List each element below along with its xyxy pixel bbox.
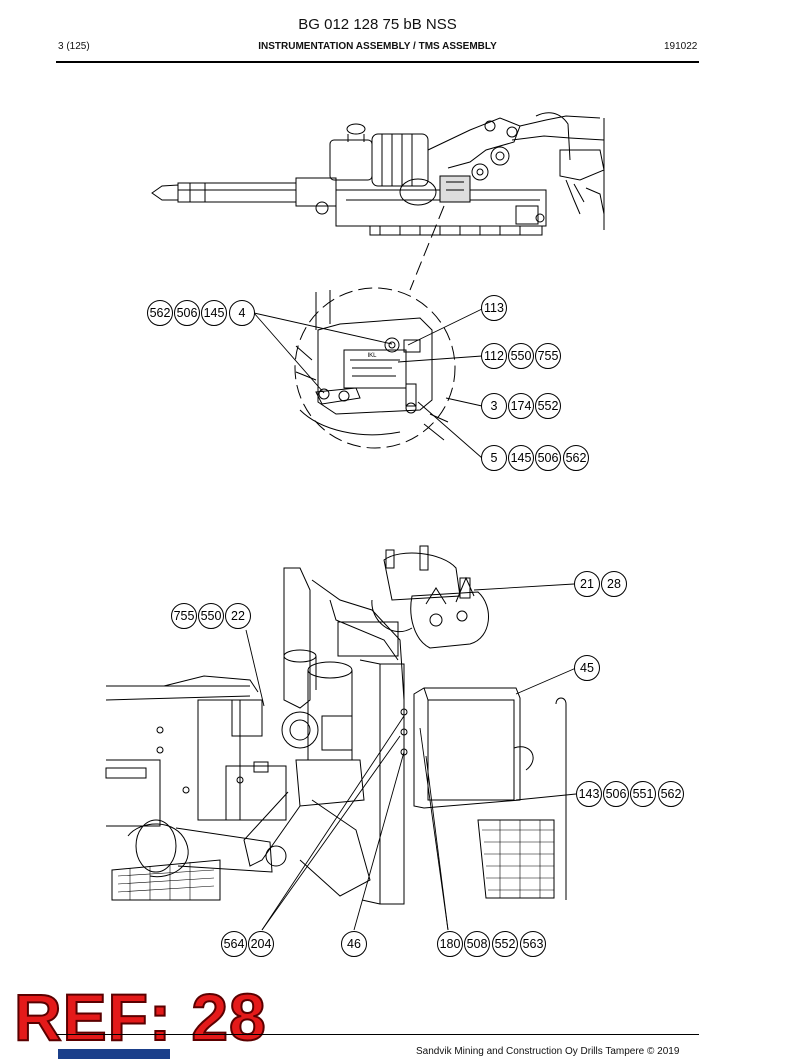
callout-5-145-506-562 <box>481 445 589 471</box>
callout-number: 174 <box>511 399 532 413</box>
callout-112-550-755 <box>481 343 561 369</box>
callout-number: 506 <box>606 787 627 801</box>
callout-45 <box>574 655 600 681</box>
callout-number: 180 <box>440 937 461 951</box>
callout-number: 21 <box>580 577 594 591</box>
callout-number: 22 <box>231 609 245 623</box>
callout-143-506-551-562 <box>576 781 684 807</box>
detail-plate-label: IKL <box>367 353 377 359</box>
document-date: 191022 <box>664 41 698 52</box>
callout-3-174-552 <box>481 393 561 419</box>
callout-number: 145 <box>511 451 532 465</box>
detail-view <box>294 287 456 449</box>
footer-rule <box>56 1034 699 1035</box>
section-title: INSTRUMENTATION ASSEMBLY / TMS ASSEMBLY <box>258 41 497 52</box>
callout-number: 5 <box>491 451 498 465</box>
callout-number: 3 <box>491 399 498 413</box>
header-rule <box>56 61 699 63</box>
callout-number: 563 <box>523 937 544 951</box>
callout-number: 46 <box>347 937 361 951</box>
callout-number: 113 <box>484 301 504 315</box>
callout-number: 145 <box>204 306 225 320</box>
callout-number: 552 <box>495 937 516 951</box>
callout-46 <box>341 931 367 957</box>
callout-number: 755 <box>174 609 195 623</box>
callout-number: 506 <box>177 306 198 320</box>
company-logo <box>58 1049 170 1059</box>
callout-number: 45 <box>580 661 594 675</box>
callout-755-550-22 <box>171 603 251 629</box>
top-assembly-drawing <box>151 112 605 236</box>
callout-number: 562 <box>566 451 587 465</box>
callouts <box>147 295 684 957</box>
callout-number: 204 <box>251 937 272 951</box>
callout-21-28 <box>574 571 627 597</box>
callout-numbers: 562 506 145 4 113 112 550 755 3 174 552 … <box>150 301 682 951</box>
detail-leader-line <box>409 205 445 291</box>
document-title: BG 012 128 75 bB NSS <box>298 16 457 33</box>
callout-number: 143 <box>579 787 600 801</box>
callout-number: 28 <box>607 577 621 591</box>
callout-180-508-552-563 <box>437 931 546 957</box>
page-number: 3 (125) <box>58 41 90 52</box>
callout-number: 564 <box>224 937 245 951</box>
callout-number: 112 <box>484 349 504 363</box>
callout-number: 550 <box>511 349 532 363</box>
callout-number: 4 <box>239 306 246 320</box>
callout-number: 755 <box>538 349 559 363</box>
footer-copyright: Sandvik Mining and Construction Oy Drill… <box>416 1046 680 1057</box>
callout-number: 562 <box>150 306 171 320</box>
callout-number: 551 <box>633 787 654 801</box>
bottom-assembly-drawing <box>105 545 567 905</box>
callout-number: 562 <box>661 787 682 801</box>
callout-number: 508 <box>467 937 488 951</box>
reference-stamp: REF: 28 <box>13 980 267 1054</box>
callout-number: 552 <box>538 399 559 413</box>
callout-113 <box>481 295 507 321</box>
callout-number: 550 <box>201 609 222 623</box>
callout-number: 506 <box>538 451 559 465</box>
leader-lines <box>245 308 577 931</box>
callout-562-506-145-4 <box>147 300 255 326</box>
callout-564-204 <box>221 931 274 957</box>
